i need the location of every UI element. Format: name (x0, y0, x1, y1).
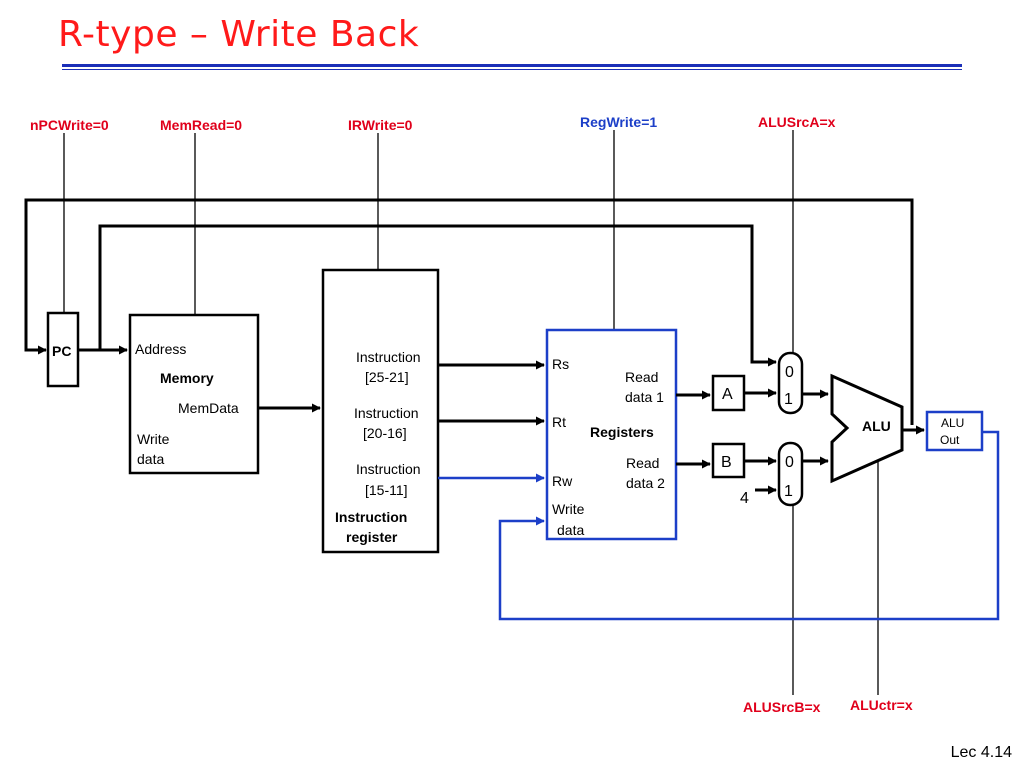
reg-b (711, 442, 746, 479)
mux-b (777, 441, 804, 507)
registers-rw-label: Rw (552, 473, 573, 489)
read-data2-line2: data 2 (626, 475, 665, 491)
ir-field2-line2: [20-16] (363, 425, 407, 441)
pc-register (46, 311, 80, 388)
register-file (545, 328, 678, 541)
registers-rs-label: Rs (552, 356, 569, 372)
ir-field3-line1: Instruction (356, 461, 421, 477)
ir-field2-line1: Instruction (354, 405, 419, 421)
aluctr-signal: ALUctr=x (850, 697, 913, 713)
registers-write-label: Write (552, 501, 585, 517)
mux-b-in1: 1 (784, 483, 793, 500)
memory-data-label: data (137, 451, 164, 467)
writeback-path (498, 430, 1000, 621)
regwrite-signal: RegWrite=1 (580, 114, 657, 130)
reg-a (711, 374, 746, 412)
slide-footer: Lec 4.14 (950, 744, 1012, 761)
instruction-register (321, 268, 440, 554)
aluout-line1: ALU (941, 416, 964, 430)
title-rule-thin (62, 69, 962, 70)
irwrite-signal: IRWrite=0 (348, 117, 413, 133)
ir-field1-line2: [25-21] (365, 369, 409, 385)
mux-b-in0: 0 (785, 454, 794, 471)
ir-name-line1: Instruction (335, 509, 407, 525)
mux-a-in0: 0 (785, 364, 794, 381)
slide-title: R-type – Write Back (58, 14, 420, 55)
pc-to-mux-a-wire (98, 224, 777, 367)
read-data1-line1: Read (625, 369, 658, 385)
alu-label: ALU (862, 418, 891, 434)
aluout-line2: Out (940, 433, 960, 447)
pc-label: PC (52, 343, 71, 359)
aluout-register (925, 410, 984, 452)
ir-field1-line1: Instruction (356, 349, 421, 365)
memory-label: Memory (160, 370, 214, 386)
registers-label: Registers (590, 424, 654, 440)
read-data1-line2: data 1 (625, 389, 664, 405)
mux-a-in1: 1 (784, 391, 793, 408)
reg-a-label: A (722, 386, 733, 403)
ir-field3-line2: [15-11] (365, 482, 408, 498)
const4-label: 4 (740, 490, 749, 507)
alusrcb-signal: ALUSrcB=x (743, 699, 821, 715)
aluout-to-pc-wire (24, 198, 914, 425)
registers-rt-label: Rt (552, 414, 566, 430)
alu (830, 373, 904, 484)
alusrca-signal: ALUSrcA=x (758, 114, 836, 130)
memory-write-label: Write (137, 431, 170, 447)
reg-b-label: B (721, 454, 732, 471)
read-data2-line1: Read (626, 455, 659, 471)
title-rule (62, 64, 962, 67)
ir-name-line2: register (346, 529, 398, 545)
npcwrite-signal: nPCWrite=0 (30, 117, 109, 133)
memory-address-label: Address (135, 341, 186, 357)
memread-signal: MemRead=0 (160, 117, 242, 133)
memory-block (128, 313, 260, 475)
memdata-label: MemData (178, 400, 239, 416)
mux-a (777, 351, 804, 415)
registers-data-label: data (557, 522, 584, 538)
